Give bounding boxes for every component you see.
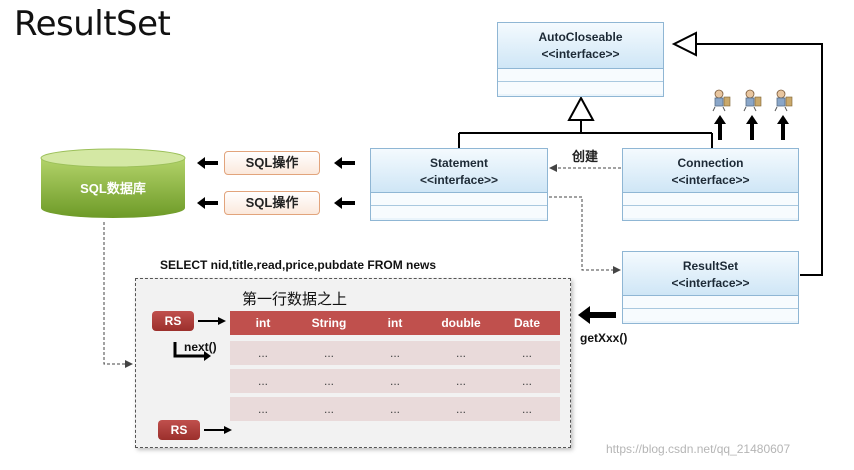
database-icon (40, 148, 186, 218)
resultset-table: int String int double Date ... ... ... .… (230, 311, 560, 423)
table-cell: ... (428, 341, 496, 365)
table-header-cell: String (296, 311, 364, 335)
table-cell: ... (428, 397, 496, 421)
resultset-to-table-arrow (578, 306, 616, 324)
table-header-cell: double (428, 311, 496, 335)
table-cell: ... (296, 397, 364, 421)
table-cell: ... (296, 341, 364, 365)
inheritance-triangle-lower (567, 95, 595, 121)
table-header-cell: int (230, 311, 298, 335)
sql-query: SELECT nid,title,read,price,pubdate FROM… (160, 258, 437, 272)
inheritance-triangle-right (671, 31, 697, 57)
class-compartment (498, 69, 663, 82)
resultset-inheritance-line (696, 43, 823, 276)
class-name: ResultSet (682, 259, 739, 273)
table-cell: ... (296, 369, 364, 393)
class-stereotype: <<interface>> (419, 173, 499, 187)
next-arrow-icon (173, 342, 211, 361)
watermark: https://blog.csdn.net/qq_21480607 (606, 442, 791, 456)
class-connection: Connection <<interface>> (622, 148, 799, 221)
inheritance-lines (458, 120, 713, 148)
class-stereotype: <<interface>> (671, 173, 750, 187)
table-cell: ... (494, 397, 560, 421)
table-cell: ... (230, 397, 298, 421)
sql-database: SQL数据库 (40, 148, 186, 220)
table-cell: ... (230, 369, 298, 393)
class-compartment (623, 206, 798, 218)
class-name: Connection (677, 156, 744, 170)
user-icon (774, 89, 793, 112)
page-title: ResultSet (14, 4, 171, 44)
getxxx-label: getXxx() (580, 331, 628, 345)
table-cell: ... (494, 369, 560, 393)
table-cell: ... (362, 397, 430, 421)
db-to-resultset-arrow (103, 222, 133, 368)
connection-up-arrows (714, 115, 789, 140)
class-compartment (623, 193, 798, 206)
rs-cursor-bottom: RS (158, 420, 200, 440)
sql-flow-arrows (197, 157, 355, 209)
table-header-cell: int (362, 311, 430, 335)
class-autocloseable: AutoCloseable <<interface>> (497, 22, 664, 97)
statement-to-resultset-arrow (549, 196, 621, 274)
arrow-right-icon (198, 317, 226, 325)
class-statement: Statement <<interface>> (370, 148, 548, 221)
class-compartment (498, 82, 663, 94)
first-row-label: 第一行数据之上 (242, 291, 348, 308)
user-icon (712, 89, 731, 112)
class-resultset: ResultSet <<interface>> (622, 251, 799, 324)
rs-cursor-top: RS (152, 311, 194, 331)
user-icon (743, 89, 762, 112)
table-cell: ... (428, 369, 496, 393)
database-label: SQL数据库 (80, 181, 146, 196)
class-compartment (623, 309, 798, 321)
table-cell: ... (362, 341, 430, 365)
arrow-right-icon (204, 426, 232, 434)
class-stereotype: <<interface>> (541, 47, 620, 61)
class-compartment (371, 193, 547, 206)
table-cell: ... (494, 341, 560, 365)
class-name: AutoCloseable (538, 30, 623, 44)
class-compartment (623, 296, 798, 309)
class-stereotype: <<interface>> (671, 276, 750, 290)
table-cell: ... (362, 369, 430, 393)
table-cell: ... (230, 341, 298, 365)
sql-operation-button[interactable]: SQL操作 (224, 151, 320, 175)
create-label: 创建 (572, 149, 599, 164)
class-compartment (371, 206, 547, 218)
sql-operation-button[interactable]: SQL操作 (224, 191, 320, 215)
class-name: Statement (429, 156, 488, 170)
next-method-label: next() (184, 340, 217, 354)
table-header-cell: Date (494, 311, 560, 335)
